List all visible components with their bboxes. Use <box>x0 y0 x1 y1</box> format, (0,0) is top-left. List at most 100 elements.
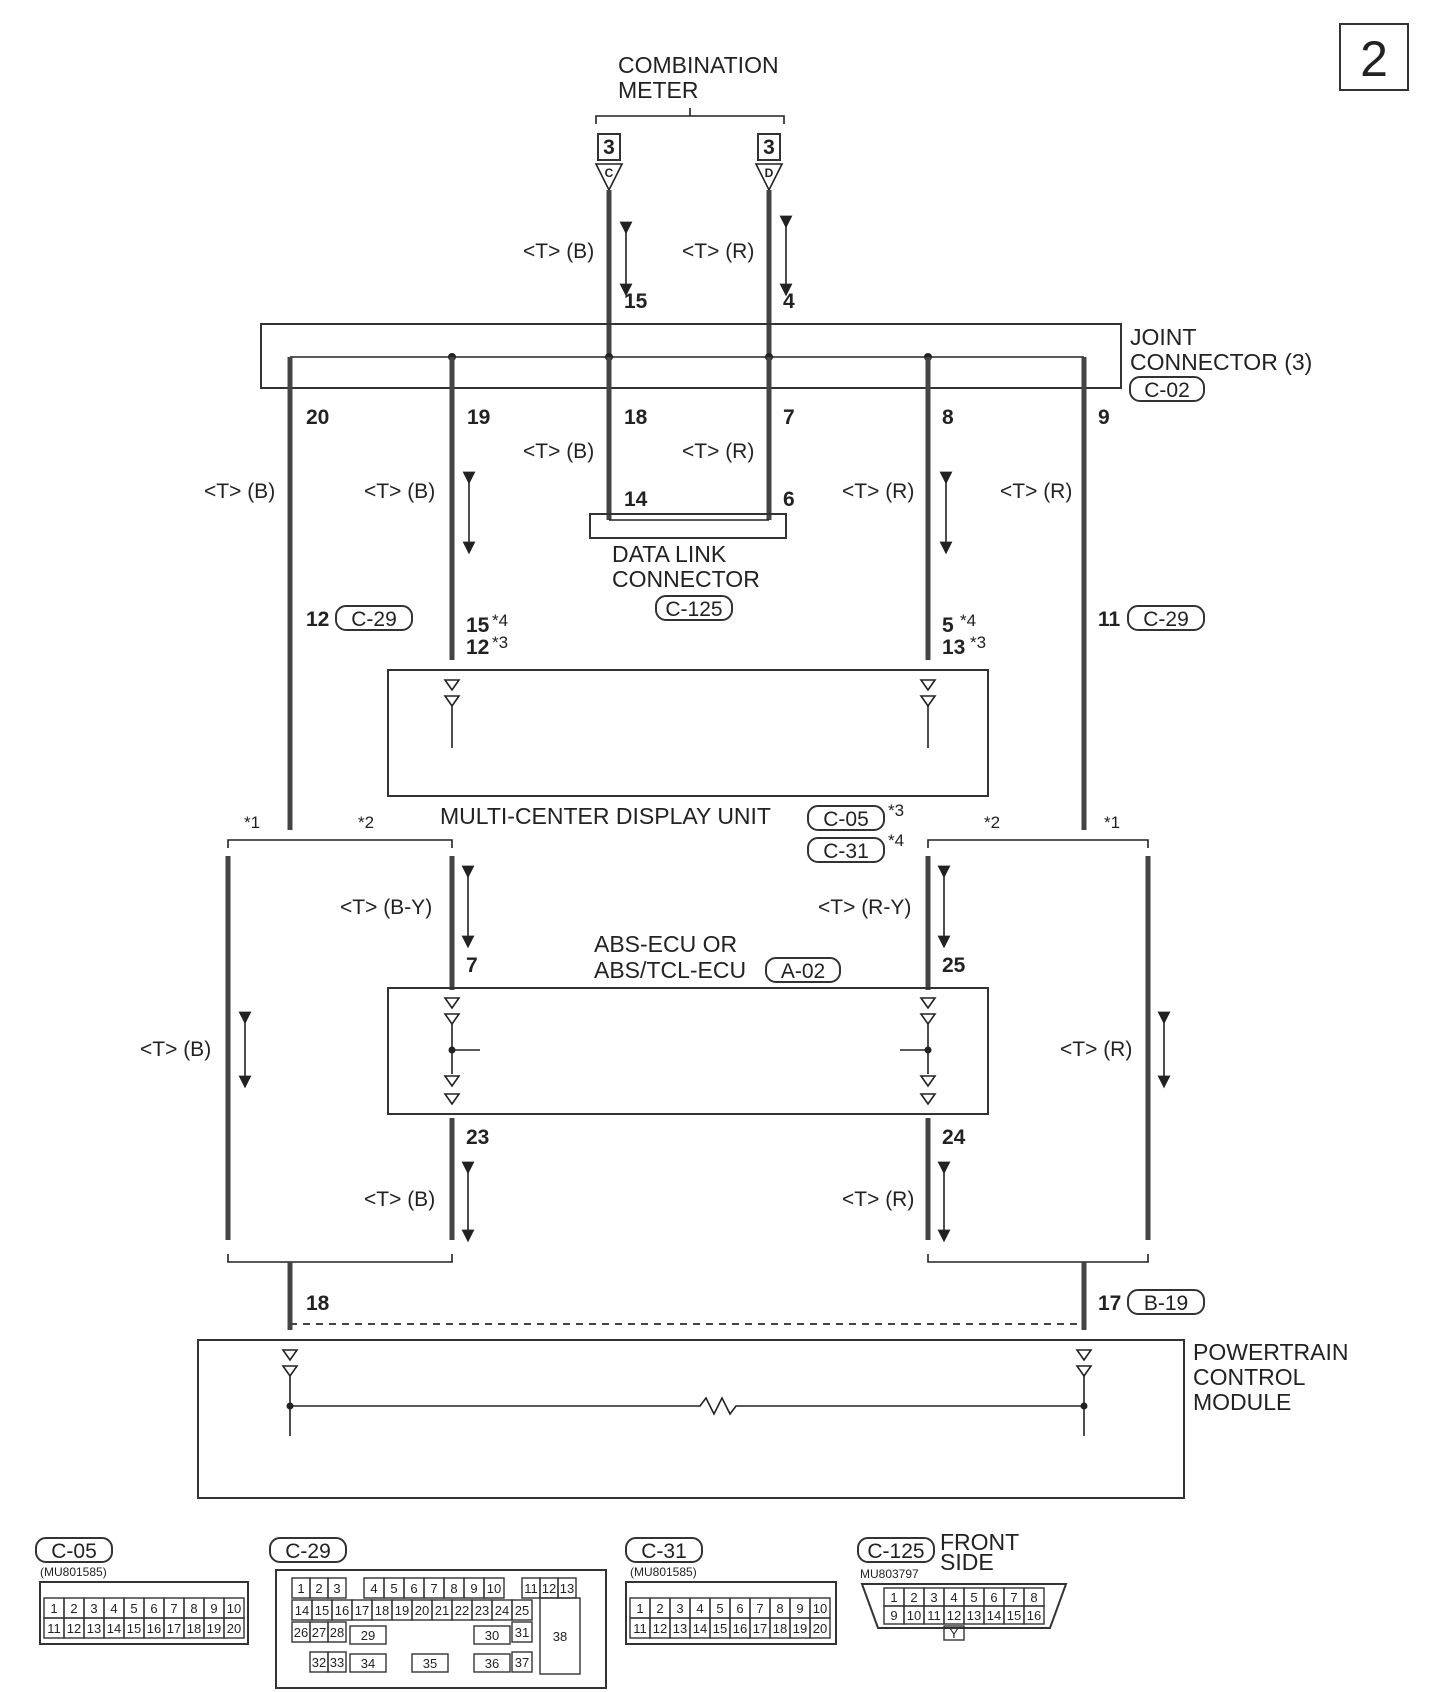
c31-cells-pin-label: 19 <box>793 1621 807 1636</box>
c29-pin-label: 12 <box>542 1581 556 1596</box>
c125-mark-cell <box>943 1625 965 1641</box>
c05-cells-pin-label: 11 <box>47 1621 61 1636</box>
c29-pin-label: 25 <box>515 1603 529 1618</box>
pcm-pin-18: 18 <box>306 1292 330 1315</box>
star-4-a: *4 <box>492 611 508 630</box>
c05-cells-cell <box>223 1617 245 1639</box>
meter-right-letter: D <box>765 166 774 180</box>
c29-pin-label: 29 <box>361 1628 375 1643</box>
c29-cell <box>473 1653 511 1673</box>
c125-cells-pin-label: 6 <box>990 1590 997 1605</box>
c125-cells-pin-label: 8 <box>1030 1590 1037 1605</box>
c31-cells-pin-label: 16 <box>733 1621 747 1636</box>
c29-pin-label: 22 <box>455 1603 469 1618</box>
c05-cells-pin-label: 5 <box>130 1601 137 1616</box>
c31-cells-pin-label: 12 <box>653 1621 667 1636</box>
c29-pin-label: 7 <box>430 1581 437 1596</box>
c31-cells-pin-label: 15 <box>713 1621 727 1636</box>
combination-meter-line2: METER <box>618 77 699 103</box>
abs-line2: ABS/TCL-ECU <box>594 957 746 983</box>
c29-pin-label: 16 <box>335 1603 349 1618</box>
star-1-right: *1 <box>1104 813 1120 832</box>
wire-color-by: <T> (B-Y) <box>340 896 432 919</box>
c125-cells-pin-label: 11 <box>927 1608 941 1623</box>
abs-pin-23: 23 <box>466 1126 489 1149</box>
pin-7: 7 <box>783 406 795 429</box>
c125-mark-pin-label: Y <box>950 1626 959 1641</box>
c29-cell <box>349 1653 387 1673</box>
c31-cells-pin-label: 4 <box>696 1601 703 1616</box>
c05-cells-pin-label: 7 <box>170 1601 177 1616</box>
wire-color-8: <T> (R) <box>842 480 914 503</box>
joint-connector-code: C-02 <box>1144 379 1190 402</box>
c05-cells-pin-label: 3 <box>90 1601 97 1616</box>
c125-part: MU803797 <box>860 1567 919 1581</box>
pcm-pin-17: 17 <box>1098 1292 1121 1315</box>
pin-12-mcd: 12 <box>466 636 489 659</box>
c29-pin-label: 32 <box>312 1655 326 1670</box>
c05-cells-pin-label: 9 <box>210 1601 217 1616</box>
c31-cells-pin-label: 9 <box>796 1601 803 1616</box>
abs-pin-7: 7 <box>466 954 478 977</box>
c29-cell <box>511 1599 533 1621</box>
c31-cells-pin-label: 17 <box>753 1621 767 1636</box>
c31-cells-pin-label: 5 <box>716 1601 723 1616</box>
c29-pin-label: 4 <box>370 1581 377 1596</box>
c31-cells-pin-label: 7 <box>756 1601 763 1616</box>
pcm-line1: POWERTRAIN <box>1193 1339 1348 1365</box>
c05-cells-pin-label: 13 <box>87 1621 101 1636</box>
c31-cells-pin-label: 2 <box>656 1601 663 1616</box>
c125-cells-pin-label: 4 <box>950 1590 957 1605</box>
pin-8: 8 <box>942 406 954 429</box>
c31-cells-pin-label: 18 <box>773 1621 787 1636</box>
pin-13-mcd: 13 <box>942 636 965 659</box>
star-4-b: *4 <box>960 611 976 630</box>
pcm-line3: MODULE <box>1193 1389 1291 1415</box>
c125-front-2: SIDE <box>940 1549 994 1575</box>
c29-pin-label: 24 <box>495 1603 509 1618</box>
c29-pin-label: 8 <box>450 1581 457 1596</box>
pin-11-c29: 11 <box>1098 608 1121 631</box>
pin-12-c29: 12 <box>306 608 329 631</box>
c29-cell <box>473 1625 511 1645</box>
c29-cell <box>483 1577 505 1599</box>
meter-left-num: 3 <box>603 136 615 159</box>
mcd-label: MULTI-CENTER DISPLAY UNIT <box>440 803 771 829</box>
c29-pin-label: 35 <box>423 1656 437 1671</box>
c29-pin-label: 18 <box>375 1603 389 1618</box>
resistor-symbol <box>290 1396 1084 1416</box>
wire-color-upper-left: <T> (B) <box>523 240 594 263</box>
wire-color-dlc-left: <T> (B) <box>523 440 594 463</box>
c29-pin-label: 15 <box>315 1603 329 1618</box>
joint-connector-line1: JOINT <box>1130 324 1196 350</box>
c29-pin-label: 9 <box>470 1581 477 1596</box>
c29-right-code: C-29 <box>1143 608 1189 631</box>
c29-cell <box>539 1597 581 1675</box>
c05-code: C-05 <box>51 1540 97 1563</box>
c29-pin-label: 27 <box>312 1625 326 1640</box>
star-1-left: *1 <box>244 813 260 832</box>
c05-cells-pin-label: 10 <box>227 1601 241 1616</box>
dlc-line1: DATA LINK <box>612 541 727 567</box>
star-2-right: *2 <box>984 813 1000 832</box>
pin-9: 9 <box>1098 406 1110 429</box>
combination-meter: COMBINATION METER 3 C 3 D <box>594 52 785 192</box>
c29-pin-label: 6 <box>410 1581 417 1596</box>
wire-color-dlc-right: <T> (R) <box>682 440 754 463</box>
wire-color-outer-left: <T> (B) <box>140 1038 211 1061</box>
c05-cells-pin-label: 4 <box>110 1601 117 1616</box>
meter-left-letter: C <box>605 166 614 180</box>
c31-code: C-31 <box>641 1540 687 1563</box>
star-2-left: *2 <box>358 813 374 832</box>
c29-pin-label: 36 <box>485 1656 499 1671</box>
pin-4: 4 <box>783 290 795 313</box>
c05-cells-pin-label: 1 <box>50 1601 57 1616</box>
dlc-code: C-125 <box>665 598 722 621</box>
wire-color-19: <T> (B) <box>364 480 435 503</box>
wire-color-24: <T> (R) <box>842 1188 914 1211</box>
c29-pin-label: 10 <box>487 1581 501 1596</box>
c29-pin-label: 1 <box>297 1581 304 1596</box>
c29-pin-label: 19 <box>395 1603 409 1618</box>
c31-cells-pin-label: 3 <box>676 1601 683 1616</box>
